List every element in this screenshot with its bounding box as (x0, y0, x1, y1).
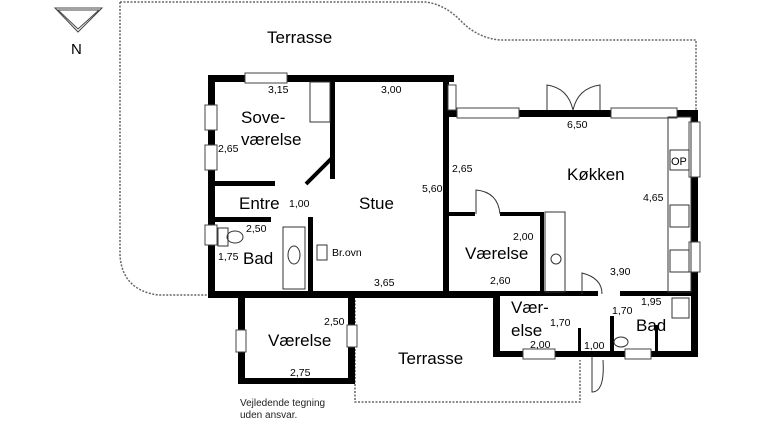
dim-koekken-width: 6,50 (567, 119, 588, 131)
room-stue: Stue (359, 194, 394, 213)
dim-stue-width-bottom: 3,65 (374, 277, 395, 289)
dim-bad-right-height: 1,70 (612, 305, 633, 317)
dim-bad-left-width: 2,50 (246, 223, 267, 235)
dim-sove-height: 2,65 (218, 143, 239, 155)
room-terrasse-top: Terrasse (267, 28, 333, 47)
dim-vaerelse-mid-height: 2,00 (513, 231, 534, 243)
dim-koekken-bottom: 3,90 (610, 266, 631, 278)
room-terrasse-bottom: Terrasse (398, 349, 464, 368)
dim-hall-width: 1,00 (584, 340, 605, 352)
label-br-ovn: Br.ovn (332, 247, 362, 259)
dim-stue-width-top: 3,00 (381, 84, 402, 96)
room-sovevaerelse-2: værelse (241, 130, 302, 149)
dim-bad-right-width: 1,95 (641, 296, 662, 308)
dim-entre-width: 1,00 (289, 198, 310, 210)
room-vaerelse-bottom: Værelse (268, 331, 332, 350)
room-vaerelse-mid: Værelse (465, 244, 529, 263)
room-sovevaerelse-1: Sove- (241, 108, 286, 127)
room-bad-right: Bad (636, 316, 667, 335)
dim-sove-width: 3,15 (268, 84, 289, 96)
disclaimer-line-2: uden ansvar. (240, 410, 298, 421)
compass-label: N (71, 41, 82, 58)
dim-vaerelse-mid-width: 2,60 (490, 275, 511, 287)
dim-bad-left-height: 1,75 (218, 251, 239, 263)
disclaimer-line-1: Vejledende tegning (240, 398, 326, 409)
dim-vaer-width: 2,00 (530, 339, 551, 351)
dim-vaerelse-bottom-height: 2,50 (324, 316, 345, 328)
terrace-outline (119, 1, 697, 403)
dim-stue-height: 5,60 (422, 183, 443, 195)
dim-koekken-right-height: 4,65 (643, 192, 664, 204)
dim-vaer-height: 1,70 (550, 317, 571, 329)
label-op: OP (671, 156, 687, 168)
room-bad-left: Bad (243, 249, 274, 268)
dim-koekken-left-height: 2,65 (452, 163, 473, 175)
room-vaer-1: Vær- (511, 298, 549, 317)
dim-vaerelse-bottom-width: 2,75 (290, 367, 311, 379)
room-entre: Entre (239, 194, 280, 213)
room-vaer-2: else (511, 321, 543, 340)
north-arrow-icon (53, 7, 104, 33)
room-koekken: Køkken (567, 165, 625, 184)
